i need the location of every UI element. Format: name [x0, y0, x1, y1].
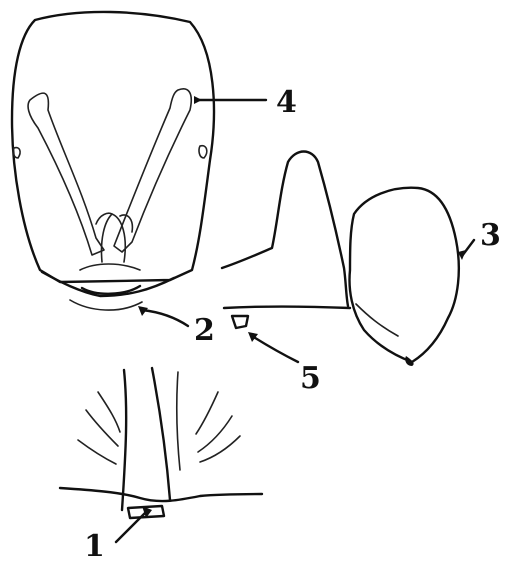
- label-5: 5: [300, 361, 321, 396]
- head-capsule: [12, 12, 214, 310]
- label-4: 4: [276, 85, 297, 120]
- waist-and-gaster: [222, 152, 459, 367]
- mesosoma-fragment: [60, 368, 262, 518]
- leader-1: [116, 512, 146, 542]
- label-1: 1: [84, 529, 105, 564]
- label-2: 2: [194, 313, 215, 348]
- label-3: 3: [480, 218, 501, 253]
- leader-5: [252, 336, 298, 362]
- leader-lines: [116, 96, 474, 542]
- leader-2: [142, 310, 188, 326]
